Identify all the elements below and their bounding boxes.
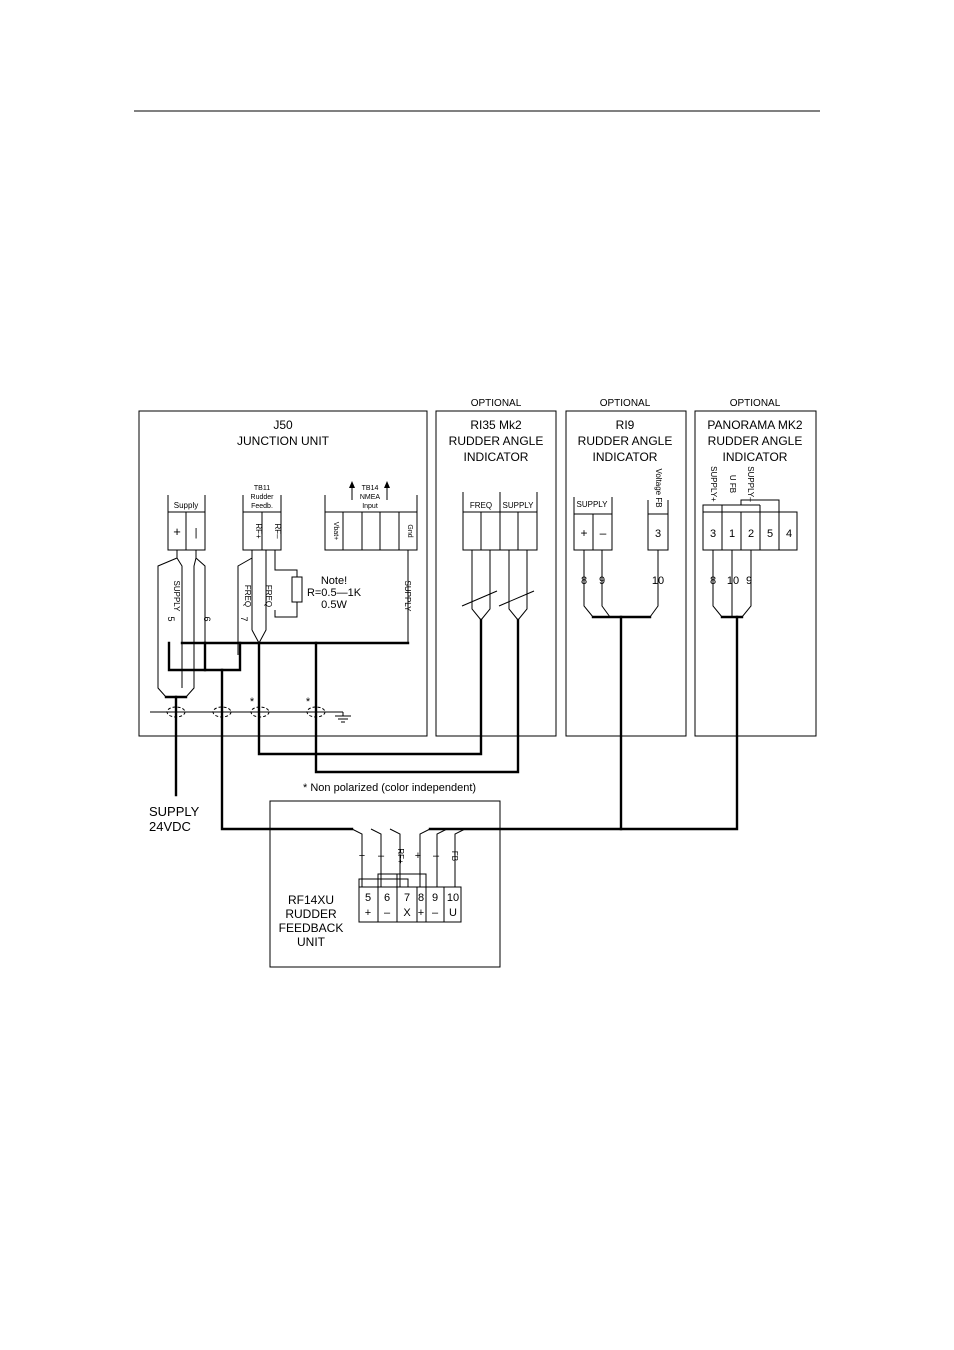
ri35-freq-label: FREQ xyxy=(470,501,492,510)
rf14-sym-minus-1: – xyxy=(384,907,391,919)
rf14-terminal-10: 10 xyxy=(447,892,459,904)
j50-supply-minus: | xyxy=(195,527,198,539)
ri9-subtitle-2: INDICATOR xyxy=(593,450,658,464)
panorama-terminal-1: 1 xyxy=(729,528,735,540)
rf14-wire-minus-2: – xyxy=(433,850,440,862)
rf14-terminal-9: 9 xyxy=(432,892,438,904)
tb11-rf-minus: RF– xyxy=(273,523,282,539)
tb14-label-3: Input xyxy=(362,503,378,510)
rf14-sym-plus-2: + xyxy=(418,907,424,919)
tb11-rf-plus: RF+ xyxy=(254,523,263,539)
panorama-subtitle-2: INDICATOR xyxy=(723,450,788,464)
star-marker-2: * xyxy=(306,696,311,708)
panorama-terminal-2: 2 xyxy=(748,528,754,540)
ri9-supply-label: SUPPLY xyxy=(577,500,609,509)
rf14-sym-x: X xyxy=(403,907,411,919)
rf14-sym-u: U xyxy=(449,907,457,919)
panorama-terminal-3: 3 xyxy=(710,528,716,540)
ri35-box xyxy=(435,410,557,737)
rf14-terminal-6: 6 xyxy=(384,892,390,904)
rf14-sym-minus-2: – xyxy=(432,907,439,919)
optional-label-panorama: OPTIONAL xyxy=(730,398,781,409)
optional-label-ri9: OPTIONAL xyxy=(600,398,651,409)
tb11-label-2: Rudder xyxy=(251,494,275,501)
panorama-terminal-4: 4 xyxy=(786,528,792,540)
tb14-gnd: Gnd xyxy=(406,524,413,537)
j50-supply-plus: + xyxy=(173,524,181,539)
ri9-terminal-3: 3 xyxy=(655,528,661,540)
rf14-subtitle-2: FEEDBACK xyxy=(279,921,344,935)
ri9-voltage-fb: Voltage FB xyxy=(654,468,663,507)
rf14-terminal xyxy=(358,886,462,923)
wire-number-6: 6 xyxy=(202,616,212,621)
wire-number-5: 5 xyxy=(166,616,176,621)
tb14-vbat: Vbat+ xyxy=(332,522,339,541)
wire-number-7: 7 xyxy=(239,616,249,621)
terminal-leads xyxy=(157,550,752,698)
main-wires xyxy=(164,615,744,831)
ri35-subtitle-2: INDICATOR xyxy=(464,450,529,464)
ri9-subtitle: RUDDER ANGLE xyxy=(578,434,673,448)
wire-label-freq-right: FREQ xyxy=(264,585,273,607)
panorama-jumper xyxy=(702,499,780,512)
j50-subtitle: JUNCTION UNIT xyxy=(237,434,330,448)
rf14-wire-entries xyxy=(351,828,466,887)
ri35-subtitle: RUDDER ANGLE xyxy=(449,434,544,448)
ri35-title: RI35 Mk2 xyxy=(470,418,522,432)
tb14-label-2: NMEA xyxy=(360,494,381,501)
panorama-subtitle: RUDDER ANGLE xyxy=(708,434,803,448)
tb14-arrow-right-icon xyxy=(384,481,390,500)
panorama-wire-9: 9 xyxy=(746,575,752,587)
rf14-terminal-7: 7 xyxy=(404,892,410,904)
rf14-terminal-8: 8 xyxy=(418,892,424,904)
rf14-wire-fb: FB xyxy=(450,851,459,861)
panorama-u-fb: U FB xyxy=(728,475,737,493)
rf14-terminal-5: 5 xyxy=(365,892,371,904)
rf14-jumpers xyxy=(358,873,427,887)
rf14-wire-plus-1: + xyxy=(359,850,365,862)
optional-label-ri35: OPTIONAL xyxy=(471,398,522,409)
star-marker-1: * xyxy=(250,696,255,708)
ri9-plus: + xyxy=(580,526,587,540)
j50-title: J50 xyxy=(273,418,293,432)
ri9-title: RI9 xyxy=(616,418,635,432)
rf14-box xyxy=(269,800,501,968)
panorama-title: PANORAMA MK2 xyxy=(707,418,802,432)
supply-24vdc-label-2: 24VDC xyxy=(149,819,191,834)
non-polarized-note: * Non polarized (color independent) xyxy=(303,782,476,794)
ri35-supply-label: SUPPLY xyxy=(503,501,535,510)
note-power: 0.5W xyxy=(321,599,347,611)
tb11-label-3: Feedb. xyxy=(251,503,273,510)
ground-icon xyxy=(335,712,351,723)
rf14-wire-minus-1: – xyxy=(378,850,385,862)
rf14-wire-rf-plus: RF+ xyxy=(396,848,405,864)
ri9-box xyxy=(565,410,687,737)
tb11-label-1: TB11 xyxy=(254,485,270,492)
rf14-sym-plus-1: + xyxy=(365,907,371,919)
panorama-wire-10: 10 xyxy=(727,575,739,587)
note-label: Note! xyxy=(321,575,347,587)
j50-box xyxy=(138,410,428,737)
wire-label-supply-left: SUPPLY xyxy=(172,581,181,613)
ri35-twist-marks xyxy=(461,590,535,607)
panorama-box xyxy=(694,410,817,737)
note-resistance: R=0.5—1K xyxy=(307,587,362,599)
panorama-supply-minus: SUPPLY– xyxy=(746,466,755,502)
tb14-terminal xyxy=(324,511,418,551)
rf14-title: RF14XU xyxy=(288,893,334,907)
rf14-subtitle-3: UNIT xyxy=(297,935,326,949)
j50-supply-header: Supply xyxy=(174,501,198,510)
resistor-icon xyxy=(274,550,303,618)
wire-label-freq-left: FREQ xyxy=(243,585,252,607)
rf14-wire-plus-2: + xyxy=(415,850,421,862)
panorama-supply-plus: SUPPLY+ xyxy=(709,466,718,502)
rf14-subtitle-1: RUDDER xyxy=(285,907,337,921)
tb14-label-1: TB14 xyxy=(362,485,379,492)
panorama-terminal xyxy=(702,511,798,551)
supply-24vdc-label-1: SUPPLY xyxy=(149,804,200,819)
tb14-arrow-left-icon xyxy=(349,481,355,500)
ri9-minus: – xyxy=(600,526,607,540)
panorama-terminal-5: 5 xyxy=(767,528,773,540)
